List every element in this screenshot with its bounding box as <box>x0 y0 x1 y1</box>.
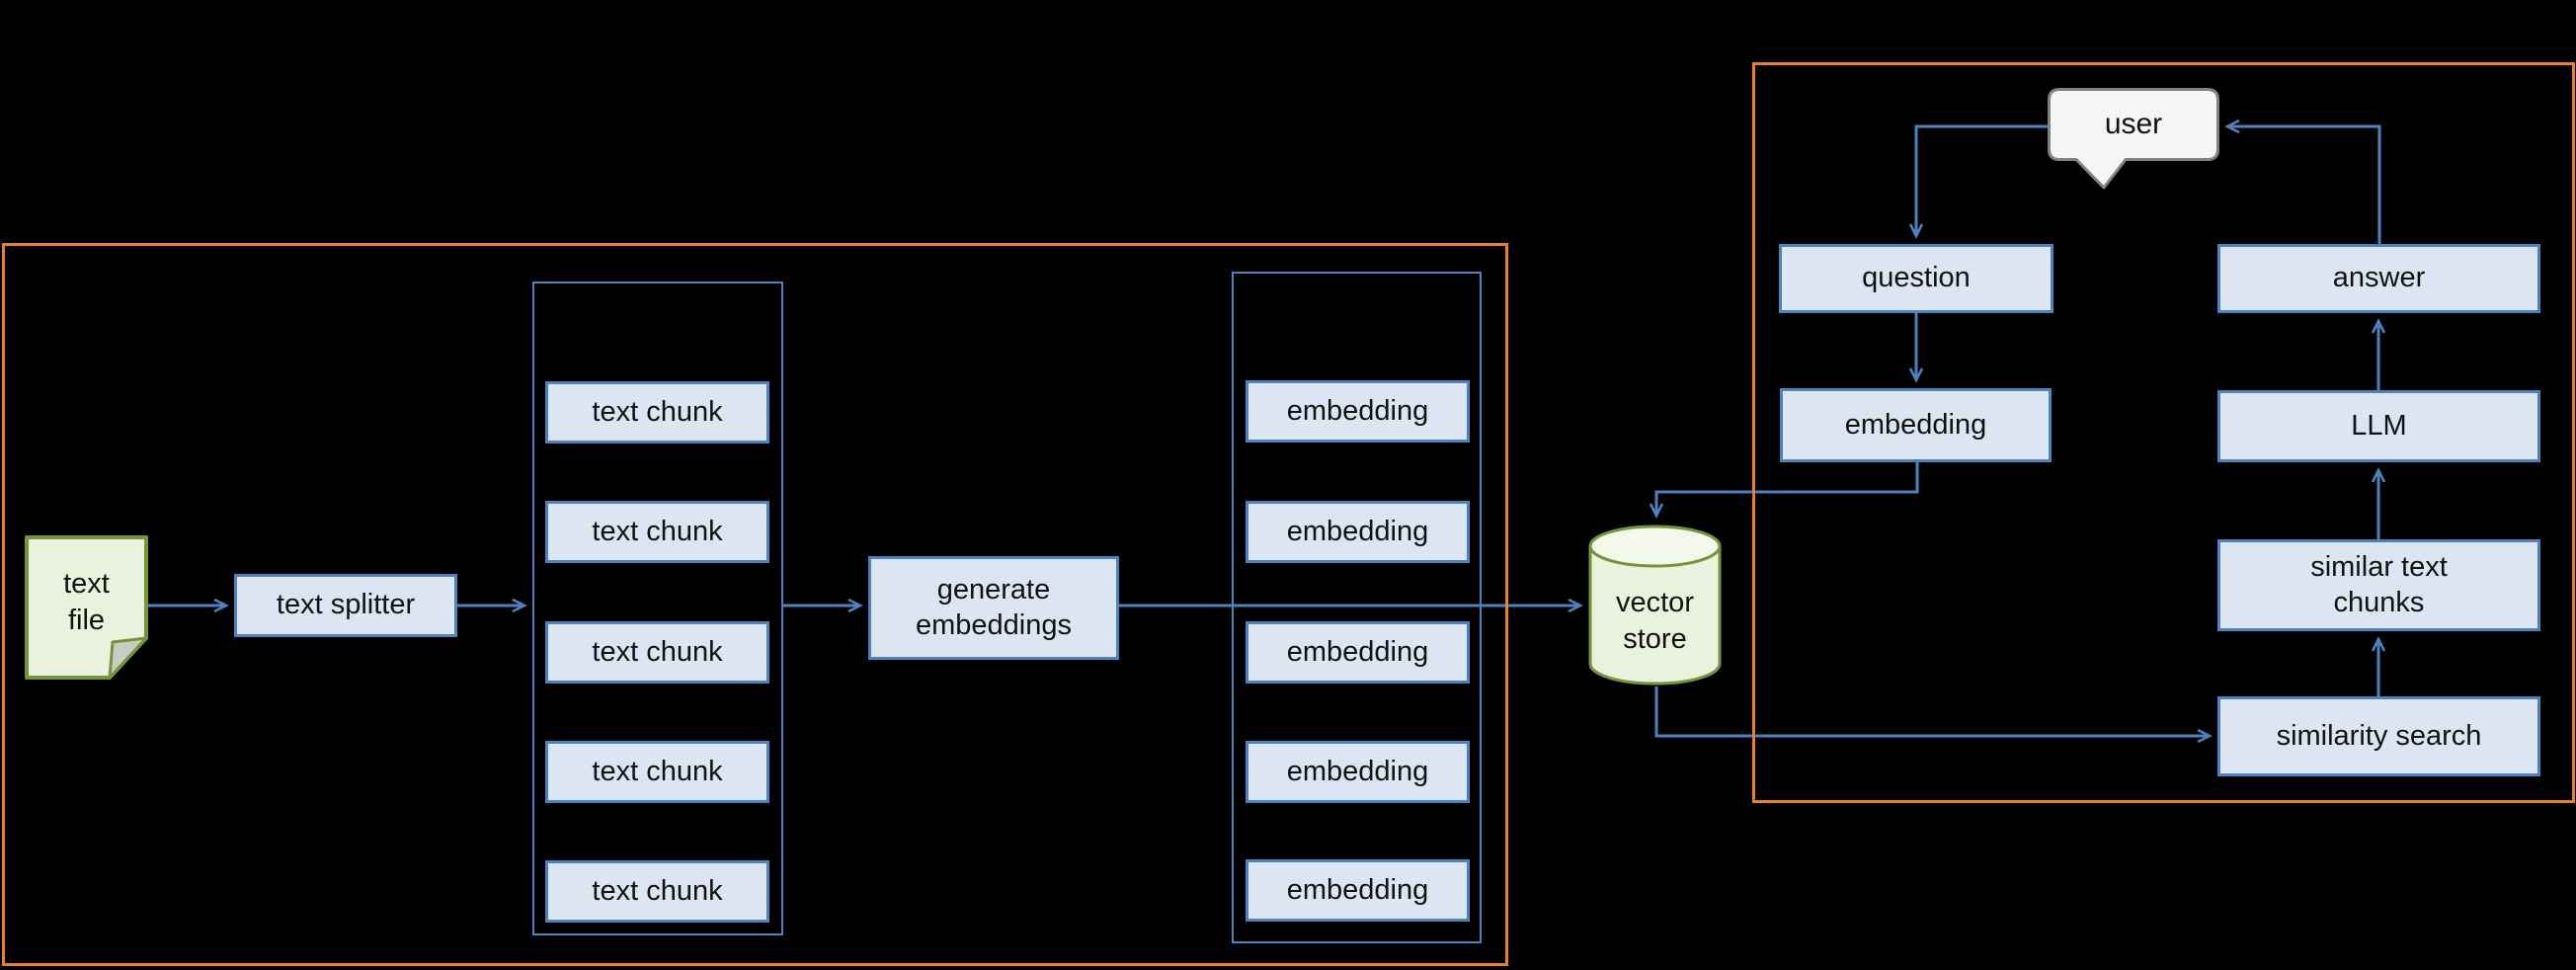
text-chunk-node: text chunk <box>545 501 769 563</box>
generate-embeddings-node: generate embeddings <box>868 556 1119 660</box>
speech-bubble-icon <box>2048 88 2219 190</box>
document-icon <box>25 535 148 680</box>
user-label: user <box>2104 107 2163 140</box>
text-splitter-node: text splitter <box>234 574 457 637</box>
question-node: question <box>1779 244 2053 313</box>
embedding-node: embedding <box>1246 741 1470 803</box>
arrow-user-to-question <box>1916 124 2048 235</box>
llm-node: LLM <box>2217 390 2540 462</box>
embedding-node: embedding <box>1246 380 1470 443</box>
text-file-icon: text file <box>25 535 148 680</box>
embeddings-container <box>1232 272 1482 943</box>
similar-text-chunks-node: similar text chunks <box>2217 539 2540 631</box>
embedding-node: embedding <box>1246 621 1470 684</box>
query-embedding-node: embedding <box>1780 388 2052 462</box>
answer-node: answer <box>2217 244 2540 313</box>
text-chunk-node: text chunk <box>545 860 769 923</box>
vector-store-label: vector store <box>1616 586 1694 655</box>
vector-store-node: vector store <box>1588 524 1722 687</box>
embedding-node: embedding <box>1246 501 1470 563</box>
text-chunks-container <box>532 282 783 935</box>
arrow-store-to-search <box>1654 687 2209 736</box>
user-bubble: user <box>2048 88 2219 192</box>
database-cylinder-icon <box>1588 525 1722 686</box>
query-pipeline-frame <box>1752 62 2575 803</box>
text-chunk-node: text chunk <box>545 741 769 803</box>
arrow-embedding-to-store <box>1656 462 1919 515</box>
arrow-answer-to-user <box>2228 126 2381 244</box>
text-file-label: text file <box>63 567 110 636</box>
embedding-node: embedding <box>1246 859 1470 922</box>
ingestion-pipeline-frame <box>2 243 1508 966</box>
similarity-search-node: similarity search <box>2217 696 2540 776</box>
text-chunk-node: text chunk <box>545 381 769 444</box>
text-chunk-node: text chunk <box>545 621 769 684</box>
